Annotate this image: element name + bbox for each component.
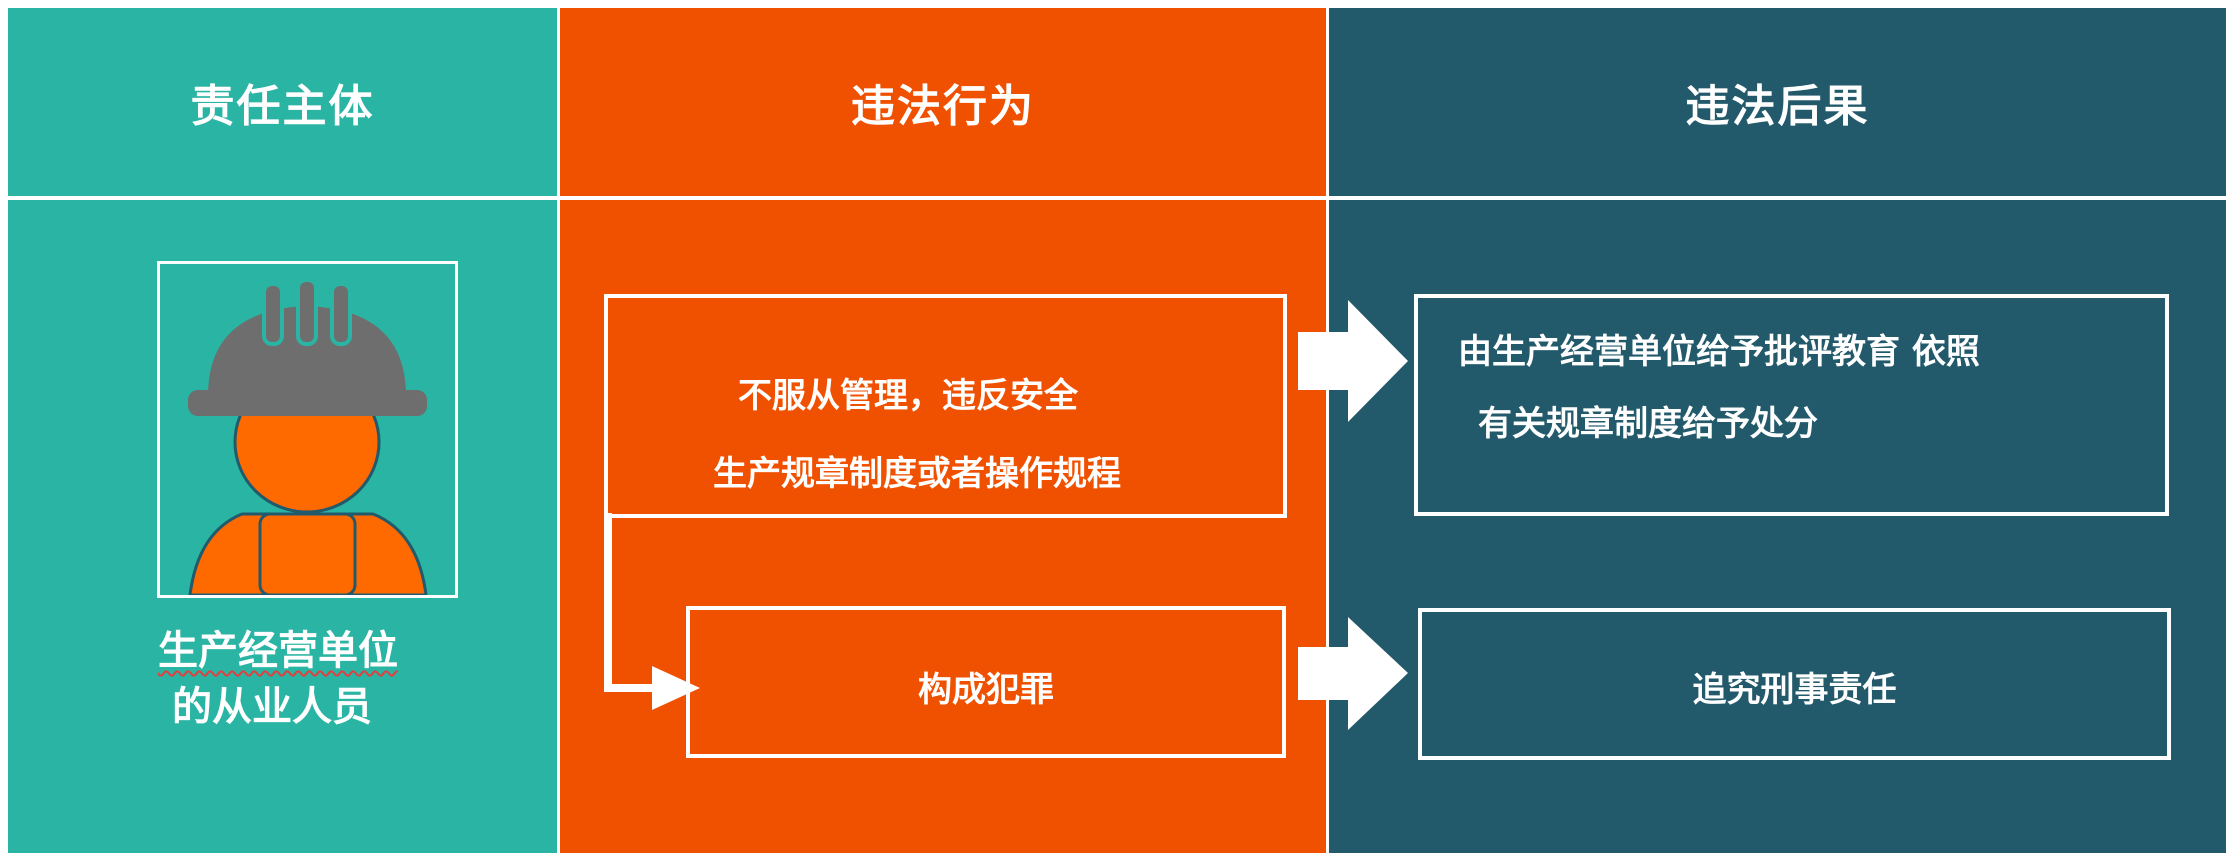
criminal-liability-box: 追究刑事责任	[1418, 608, 2171, 760]
discipline-box: 由生产经营单位给予批评教育 依照 有关规章制度给予处分	[1414, 294, 2169, 516]
discipline-text-line1: 由生产经营单位给予批评教育 依照	[1458, 332, 1980, 372]
violation-text-line1: 不服从管理，违反安全	[738, 376, 1078, 416]
behavior-column: 违法行为 不服从管理，违反安全 生产规章制度或者操作规程 构成犯罪	[560, 8, 1326, 853]
crime-text: 构成犯罪	[918, 670, 1054, 710]
discipline-text-line2: 有关规章制度给予处分	[1478, 404, 1818, 444]
header-divider	[1329, 196, 2226, 200]
subject-label-line1: 生产经营单位	[158, 628, 398, 674]
criminal-liability-text: 追究刑事责任	[1692, 670, 1897, 710]
subject-label-line2: 的从业人员	[172, 684, 372, 730]
violation-box: 不服从管理，违反安全 生产规章制度或者操作规程	[604, 294, 1287, 518]
behavior-header: 违法行为	[851, 81, 1035, 132]
consequence-header: 违法后果	[1685, 81, 1870, 132]
header-divider	[8, 196, 557, 200]
worker-portrait-frame	[157, 261, 458, 598]
crime-box: 构成犯罪	[686, 606, 1286, 758]
arrow-right-icon	[1298, 300, 1408, 422]
connector-arrow	[604, 513, 700, 710]
subject-column: 责任主体 生产经营单位 的从业人员	[8, 8, 557, 853]
consequence-column: 违法后果 由生产经营单位给予批评教育 依照 有关规章制度给予处分 追究刑事责任	[1329, 8, 2226, 853]
construction-worker-icon	[188, 278, 428, 595]
arrow-right-icon	[1298, 617, 1408, 730]
violation-text-line2: 生产规章制度或者操作规程	[713, 454, 1121, 494]
subject-label: 生产经营单位 的从业人员	[158, 623, 398, 735]
subject-header: 责任主体	[190, 81, 375, 132]
header-divider	[560, 196, 1326, 200]
